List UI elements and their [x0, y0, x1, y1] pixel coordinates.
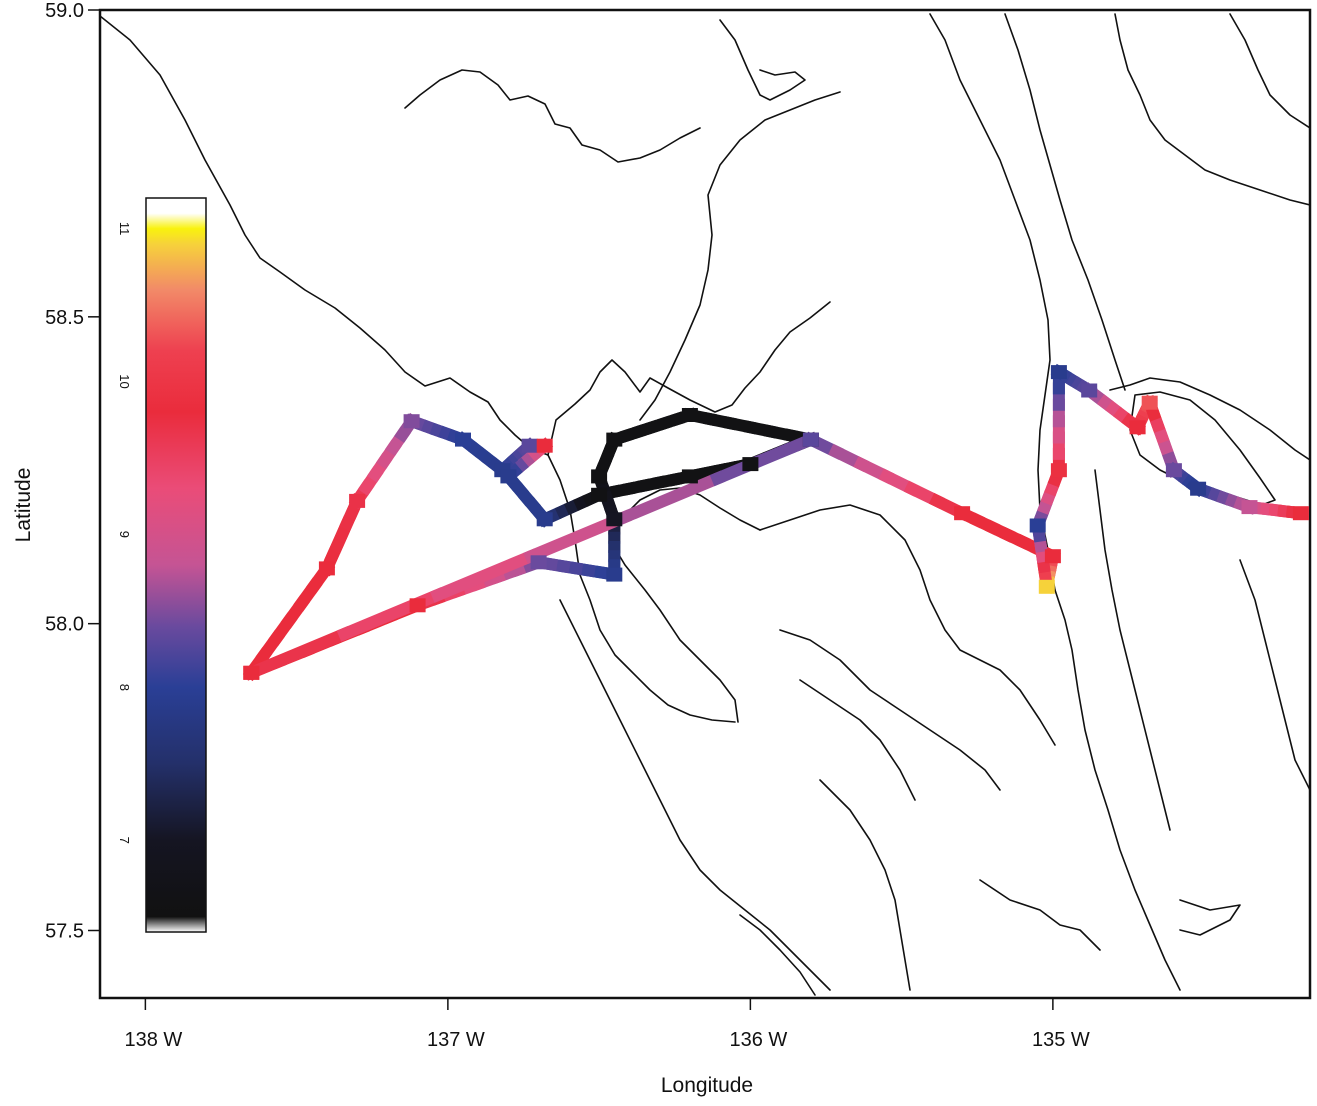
track-point — [606, 512, 623, 527]
coastline-admiralty-south — [819, 779, 911, 991]
coastline-lynn-canal-west — [929, 13, 1056, 591]
y-tick-label: 58.0 — [45, 614, 84, 636]
coastline-south-islands — [1179, 899, 1241, 936]
coastline-glacier-bay-east — [639, 91, 841, 421]
plot-frame — [98, 8, 1312, 1000]
y-axis-title: Latitude — [12, 468, 35, 543]
coastline-southeast — [1239, 559, 1310, 791]
track-point — [1129, 420, 1146, 435]
track-segment — [243, 626, 353, 681]
track-point — [243, 665, 260, 680]
coastline-chichagof-west — [559, 599, 831, 991]
y-axis-ticks: 59.0 58.5 58.0 57.5 — [45, 0, 100, 942]
track-point — [1050, 463, 1067, 478]
x-tick-label: 138 W — [124, 1029, 182, 1051]
track-point — [742, 457, 759, 472]
track-segment — [709, 431, 819, 487]
coastline-baranof — [739, 914, 816, 996]
colorbar: 7 8 9 10 11 — [117, 197, 207, 933]
x-tick-label: 135 W — [1032, 1029, 1090, 1051]
coastline-admiralty-interior-1 — [779, 629, 1001, 791]
coastline-northeast — [1229, 13, 1310, 129]
track-point — [1081, 383, 1098, 398]
colorbar-tick-label: 11 — [117, 222, 132, 236]
coastline-mainland-north — [100, 15, 549, 456]
coastline-glacier-bay-west — [547, 301, 831, 456]
track-point — [606, 432, 623, 447]
coastline-stephens-passage — [1054, 589, 1181, 991]
track-point — [1044, 549, 1061, 564]
track-segment — [616, 470, 726, 526]
coastline-east-mainland — [1094, 469, 1171, 831]
track-point — [1292, 506, 1309, 521]
colorbar-tick-label: 8 — [117, 684, 132, 691]
y-tick-label: 58.5 — [45, 307, 84, 329]
coastlines — [100, 13, 1310, 996]
colorbar-tick-label: 10 — [117, 374, 132, 388]
coastline-chichagof-north — [547, 454, 736, 723]
track-point — [1050, 365, 1067, 380]
track-point — [606, 567, 623, 582]
coastline-admiralty-west — [759, 504, 1056, 746]
y-tick-label: 57.5 — [45, 920, 84, 942]
track-point — [521, 438, 538, 453]
track-point — [536, 512, 553, 527]
x-axis-ticks: 138 W 137 W 136 W 135 W — [124, 998, 1090, 1051]
track-point — [455, 432, 471, 447]
coastline-chilkat — [1114, 13, 1310, 206]
track-point — [681, 408, 698, 422]
x-tick-label: 137 W — [427, 1029, 485, 1051]
coastline-upper-fjord-2 — [719, 19, 806, 101]
track-point — [591, 469, 608, 484]
x-tick-label: 136 W — [729, 1029, 787, 1051]
track-point — [500, 469, 517, 484]
track-point — [349, 493, 366, 508]
track-point — [1038, 579, 1055, 594]
track-point — [1029, 518, 1046, 533]
colorbar-tick-label: 9 — [117, 531, 132, 538]
ship-track — [242, 363, 1309, 682]
track-point — [409, 598, 426, 613]
track-point — [530, 555, 547, 570]
track-point — [954, 506, 971, 521]
colorbar-tick-label: 7 — [117, 837, 132, 844]
track-point — [1165, 463, 1182, 478]
coastline-lynn-canal-east — [1004, 13, 1126, 391]
coastline-chichagof-interior — [609, 539, 739, 723]
x-axis-title: Longitude — [661, 1074, 753, 1097]
y-tick-label: 59.0 — [45, 0, 84, 22]
track-point — [802, 432, 819, 447]
track-segment — [429, 548, 539, 603]
coastline-admiralty-interior-2 — [799, 679, 916, 801]
track-point — [1190, 481, 1207, 496]
coastline-juneau-mainland — [1109, 377, 1310, 461]
track-point — [318, 561, 335, 576]
track-point — [536, 438, 553, 453]
colorbar-ticks: 7 8 9 10 11 — [117, 222, 132, 844]
track-point — [403, 414, 420, 429]
coastline-south-bays — [979, 879, 1101, 951]
track-point — [1141, 395, 1158, 410]
coastline-upper-fjord-1 — [404, 69, 701, 163]
track-point — [1241, 500, 1258, 515]
colorbar-scale — [145, 197, 207, 933]
track-point — [681, 469, 698, 484]
track-point — [591, 487, 608, 502]
